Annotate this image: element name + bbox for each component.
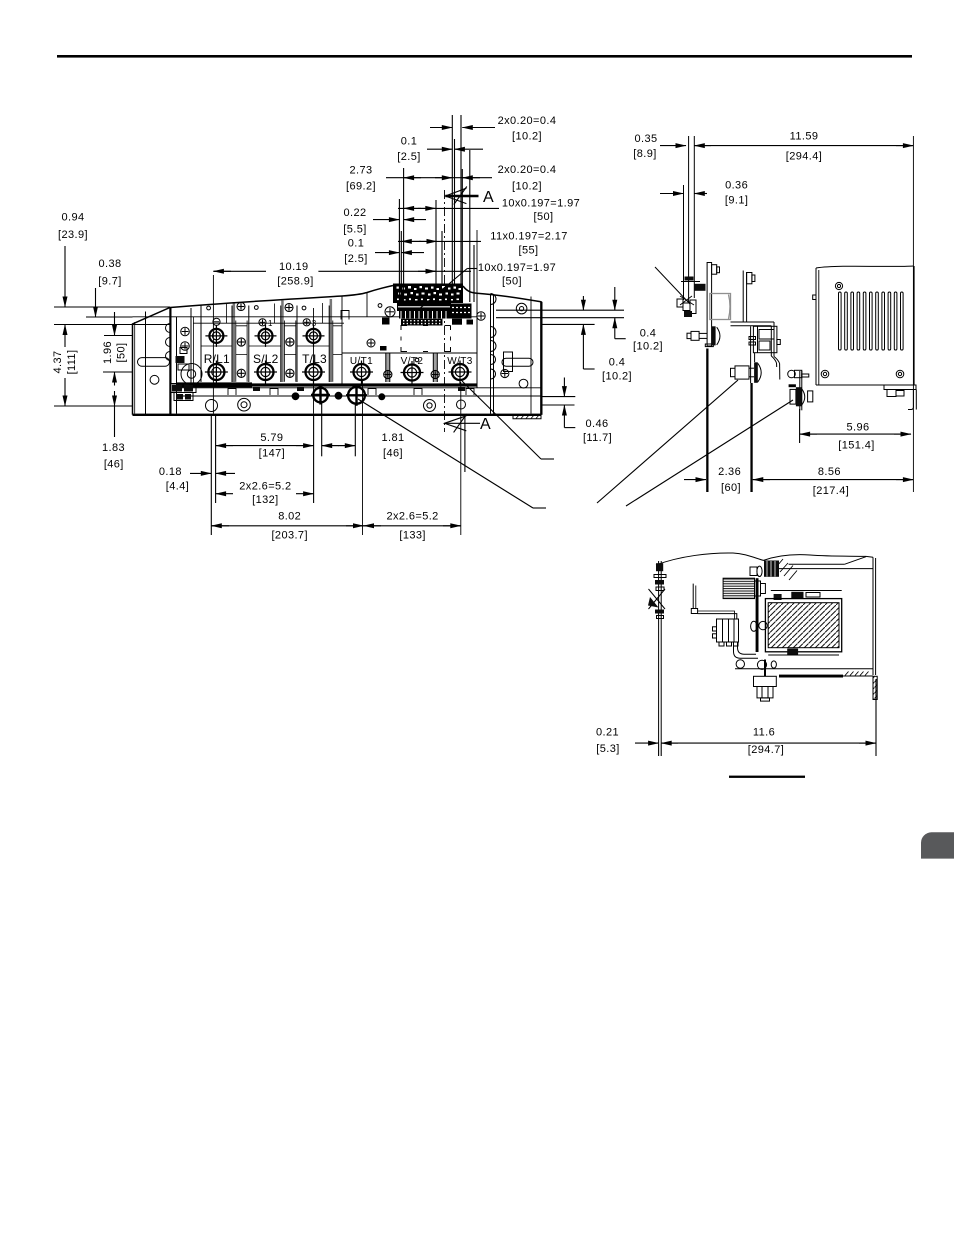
svg-text:[60]: [60]: [721, 482, 741, 494]
svg-text:[217.4]: [217.4]: [813, 485, 849, 497]
svg-text:[11.7]: [11.7]: [583, 432, 612, 444]
svg-text:2x2.6=5.2: 2x2.6=5.2: [386, 511, 438, 523]
svg-text:0.94: 0.94: [61, 212, 84, 224]
svg-text:[10.2]: [10.2]: [633, 340, 663, 352]
svg-text:[294.7]: [294.7]: [748, 744, 784, 756]
svg-text:[151.4]: [151.4]: [838, 439, 874, 451]
svg-text:0.46: 0.46: [585, 418, 608, 430]
svg-text:[69.2]: [69.2]: [346, 181, 376, 193]
svg-text:[133]: [133]: [399, 529, 425, 541]
svg-text:T/L3: T/L3: [302, 352, 327, 366]
svg-text:[5.5]: [5.5]: [343, 224, 366, 236]
svg-text:0.21: 0.21: [596, 727, 619, 739]
svg-text:V/T2: V/T2: [401, 356, 424, 367]
svg-text:0.4: 0.4: [609, 357, 626, 369]
svg-text:[9.1]: [9.1]: [725, 195, 748, 207]
svg-text:[10.2]: [10.2]: [512, 131, 542, 143]
svg-text:10x0.197=1.97: 10x0.197=1.97: [502, 198, 580, 210]
svg-text:[132]: [132]: [252, 494, 278, 506]
svg-text:4.37: 4.37: [52, 350, 64, 373]
svg-text:1.83: 1.83: [102, 442, 125, 454]
svg-text:11.59: 11.59: [790, 131, 819, 143]
svg-text:0.1: 0.1: [348, 238, 365, 250]
svg-text:[23.9]: [23.9]: [58, 229, 88, 241]
svg-text:[5.3]: [5.3]: [596, 743, 619, 755]
svg-text:0.35: 0.35: [634, 133, 657, 145]
svg-text:0.1: 0.1: [401, 136, 418, 148]
svg-text:8.02: 8.02: [278, 511, 301, 523]
svg-text:U/T1: U/T1: [350, 356, 373, 367]
svg-text:R/L1: R/L1: [204, 352, 230, 366]
svg-text:1.81: 1.81: [381, 432, 404, 444]
svg-text:8.56: 8.56: [818, 466, 841, 478]
svg-text:[203.7]: [203.7]: [271, 529, 307, 541]
svg-text:[10.2]: [10.2]: [602, 370, 632, 382]
svg-text:A: A: [483, 189, 494, 206]
svg-text:[294.4]: [294.4]: [786, 151, 822, 163]
svg-text:[46]: [46]: [104, 459, 124, 471]
svg-text:0.36: 0.36: [725, 180, 748, 192]
svg-text:[2.5]: [2.5]: [397, 151, 420, 163]
svg-text:[10.2]: [10.2]: [512, 181, 542, 193]
svg-text:2x2.6=5.2: 2x2.6=5.2: [239, 481, 291, 493]
svg-text:10.19: 10.19: [279, 261, 309, 273]
svg-text:1.96: 1.96: [102, 341, 114, 364]
svg-text:S/L2: S/L2: [253, 352, 279, 366]
svg-text:[111]: [111]: [66, 350, 78, 375]
svg-text:[147]: [147]: [259, 448, 285, 460]
svg-text:11.6: 11.6: [753, 727, 775, 739]
svg-text:2x0.20=0.4: 2x0.20=0.4: [498, 115, 557, 127]
svg-text:10x0.197=1.97: 10x0.197=1.97: [478, 262, 556, 274]
svg-text:2.36: 2.36: [718, 466, 741, 478]
svg-text:3: 3: [312, 319, 317, 328]
svg-text:[9.7]: [9.7]: [98, 276, 121, 288]
svg-text:A: A: [480, 416, 491, 433]
svg-text:1: 1: [268, 319, 273, 328]
svg-text:[258.9]: [258.9]: [277, 275, 313, 287]
svg-text:[46]: [46]: [383, 448, 403, 460]
svg-text:[50]: [50]: [116, 343, 128, 363]
svg-text:[50]: [50]: [534, 211, 554, 223]
svg-text:0.22: 0.22: [343, 207, 366, 219]
svg-text:2x0.20=0.4: 2x0.20=0.4: [498, 164, 557, 176]
svg-text:[55]: [55]: [519, 245, 539, 257]
svg-text:[4.4]: [4.4]: [166, 481, 189, 493]
svg-text:[2.5]: [2.5]: [344, 253, 367, 265]
svg-text:[8.9]: [8.9]: [633, 148, 656, 160]
svg-text:11x0.197=2.17: 11x0.197=2.17: [490, 230, 567, 242]
svg-text:2.73: 2.73: [349, 165, 372, 177]
svg-text:5.79: 5.79: [260, 432, 283, 444]
svg-text:0.38: 0.38: [98, 258, 121, 270]
svg-text:W/T3: W/T3: [447, 356, 473, 367]
svg-text:5.96: 5.96: [846, 422, 869, 434]
svg-text:[50]: [50]: [502, 276, 522, 288]
svg-text:0.4: 0.4: [640, 328, 657, 340]
svg-text:0.18: 0.18: [159, 466, 182, 478]
